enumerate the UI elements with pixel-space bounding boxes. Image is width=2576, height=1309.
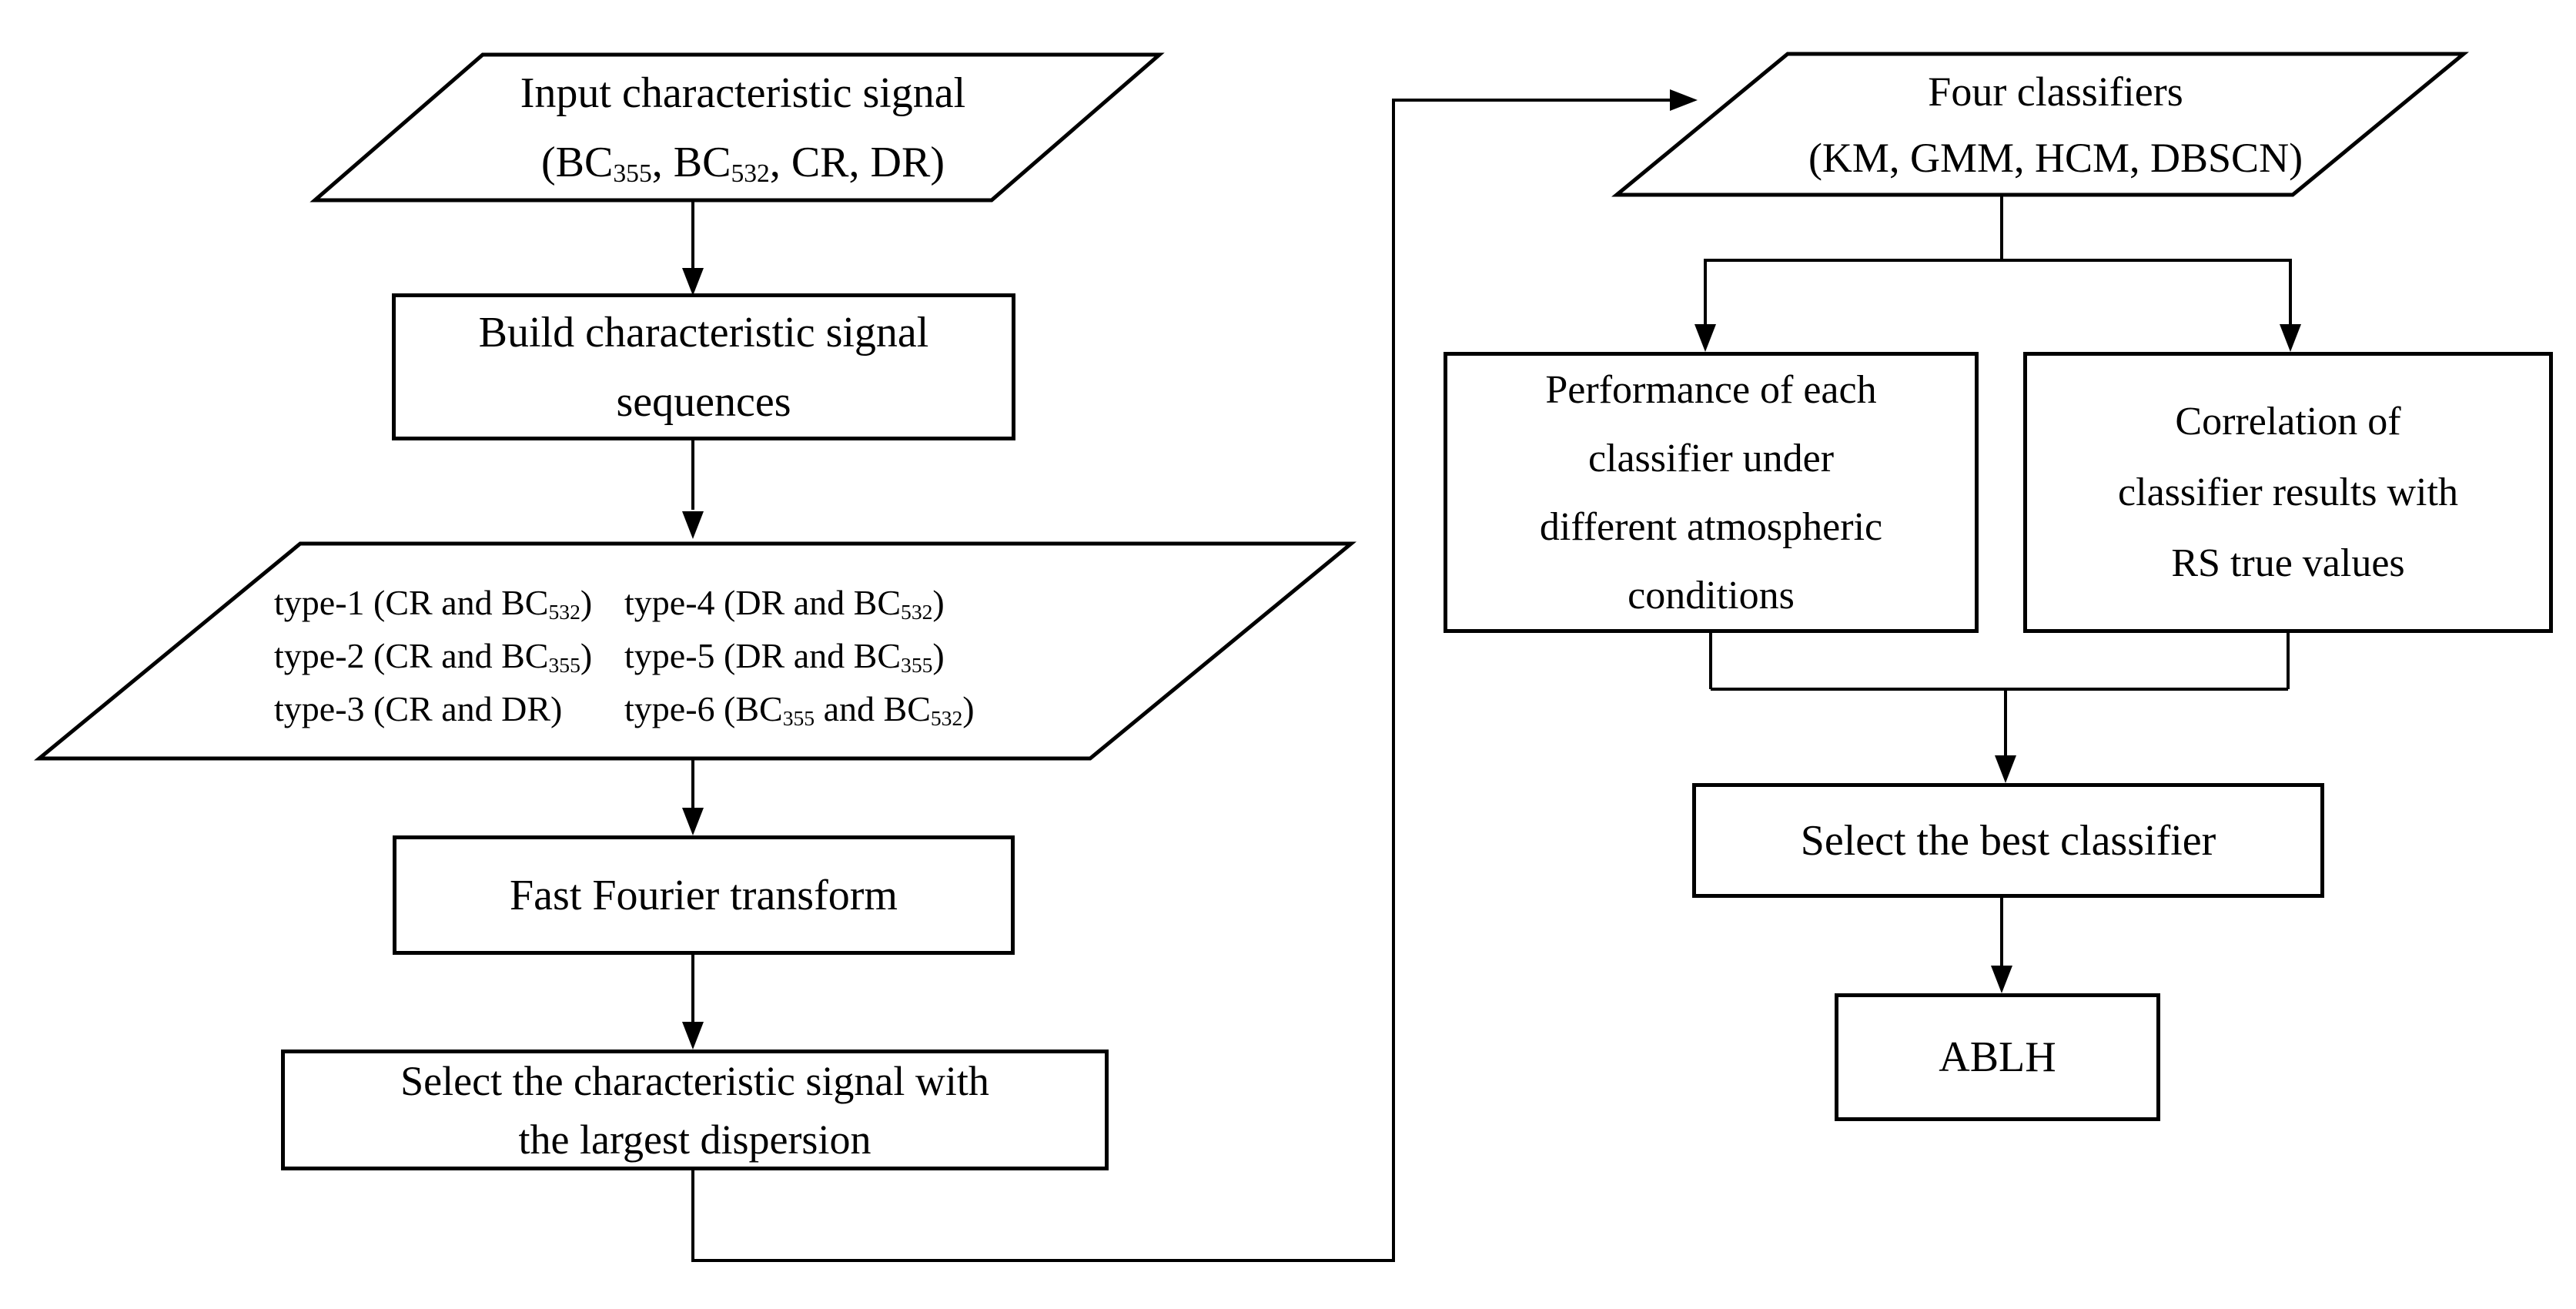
four-classifiers-parallelogram [1611, 52, 2469, 197]
performance-line1: Performance of each [1545, 367, 1877, 412]
select-best-label: Select the best classifier [1800, 816, 2216, 865]
arrowhead-select-signal-to-four-classifiers [1670, 89, 1698, 111]
select-best-box: Select the best classifier [1692, 783, 2324, 898]
performance-box: Performance of each classifier under dif… [1444, 352, 1979, 633]
arrowhead-select-best-to-ablh [1991, 966, 2012, 993]
performance-line3: different atmospheric [1539, 504, 1883, 549]
arrowhead-merge-to-select-best [1995, 755, 2016, 783]
performance-line2: classifier under [1587, 436, 1835, 480]
select-signal-line2: the largest dispersion [518, 1116, 871, 1163]
build-sequences-line1: Build characteristic signal [478, 308, 929, 357]
arrowhead-build-to-types [682, 511, 704, 539]
fft-label: Fast Fourier transform [510, 871, 898, 919]
connector-select-signal-to-four-classifiers [691, 99, 1670, 1262]
arrowhead-split-to-performance [1694, 324, 1716, 352]
performance-line4: conditions [1628, 573, 1795, 618]
build-sequences-box: Build characteristic signal sequences [392, 293, 1015, 440]
correlation-line1: Correlation of [2175, 399, 2401, 444]
ablh-label: ABLH [1939, 1033, 2056, 1081]
select-signal-box: Select the characteristic signal with th… [281, 1050, 1109, 1170]
arrowhead-fft-to-select-signal [682, 1022, 704, 1050]
arrowhead-input-to-build [682, 268, 704, 296]
correlation-line2: classifier results with [2118, 470, 2458, 514]
arrowhead-types-to-fft [682, 808, 704, 835]
correlation-box: Correlation of classifier results with R… [2023, 352, 2553, 633]
arrowhead-split-to-correlation [2280, 324, 2301, 352]
input-signal-parallelogram [309, 52, 1165, 203]
build-sequences-line2: sequences [616, 377, 791, 426]
correlation-line3: RS true values [2171, 541, 2405, 585]
signal-types-parallelogram [34, 541, 1357, 761]
select-signal-line1: Select the characteristic signal with [400, 1057, 989, 1104]
fft-box: Fast Fourier transform [393, 835, 1015, 955]
ablh-box: ABLH [1835, 993, 2160, 1121]
